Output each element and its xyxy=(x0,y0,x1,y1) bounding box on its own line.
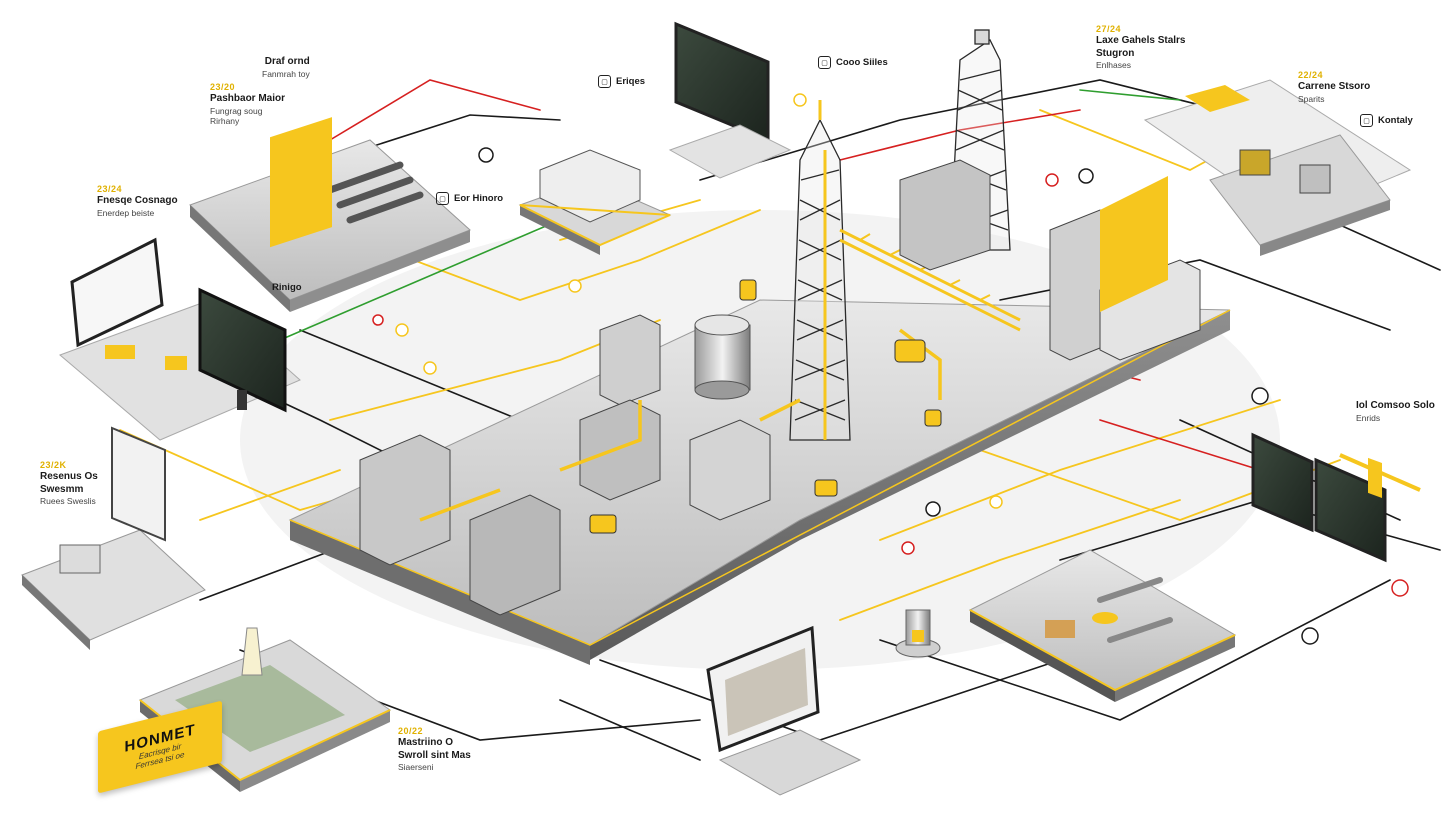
label-pipeline: 23/20 Pashbaor Maior Fungrag soug Rirhan… xyxy=(210,82,285,127)
top-monitor xyxy=(668,21,792,179)
pill-kontaly-text: Kontaly xyxy=(1378,115,1413,126)
label-left-top: 23/24 Fnesqe Cosnago Enerdep beiste xyxy=(97,184,178,218)
label-top-right-a-line2: Stugron xyxy=(1096,47,1135,59)
label-top-right-a-line3: Enlhases xyxy=(1096,60,1131,71)
square-marker-icon: ▢ xyxy=(818,56,831,69)
label-left-mid-line3: Ruees Sweslis xyxy=(40,496,96,507)
valve-device xyxy=(895,609,941,658)
pill-eriqes: ▢ Eriqes xyxy=(598,75,645,88)
label-left-mid: 23/2K Resenus Os Swesmm Ruees Sweslis xyxy=(40,460,98,507)
label-bottom-center-line3: Siaerseni xyxy=(398,762,434,773)
left-mid-module xyxy=(21,426,206,650)
bottom-tablet xyxy=(706,625,862,796)
yellow-machinery xyxy=(589,279,942,534)
label-bottom-center: 20/22 Mastriino O Swroll sint Mas Siaers… xyxy=(398,726,471,773)
pill-cooo-siiles: ▢ Cooo Siiles xyxy=(818,56,888,69)
pill-cooo-siiles-text: Cooo Siiles xyxy=(836,57,888,68)
label-top-right-a-line1: Laxe Gahels Stalrs xyxy=(1096,35,1186,47)
label-top-right-b-line1: Carrene Stsoro xyxy=(1298,81,1371,93)
label-top-left-line1: Draf ornd xyxy=(264,56,310,67)
label-top-left-line2: Fanmrah toy xyxy=(262,68,310,79)
square-marker-icon: ▢ xyxy=(598,75,611,88)
label-left-top-line1: Fnesqe Cosnago xyxy=(97,195,178,207)
label-right-mid-line1: Iol Comsoo Solo xyxy=(1356,400,1435,411)
label-pipeline-line1: Pashbaor Maior xyxy=(210,93,286,105)
pill-eriqes-text: Eriqes xyxy=(616,76,646,87)
label-left-mid-code: 23/2K xyxy=(40,460,67,470)
control-room-module xyxy=(518,149,672,255)
pill-eor-hinoro: ▢ Eor Hinoro xyxy=(436,192,503,205)
pill-rinigo-text: Rinigo xyxy=(272,282,302,293)
sensor-nodes xyxy=(372,93,1409,645)
label-pipeline-code: 23/20 xyxy=(210,82,236,92)
label-bottom-center-code: 20/22 xyxy=(398,726,424,736)
label-right-mid: Iol Comsoo Solo Enrids xyxy=(1356,400,1435,423)
label-top-left: Draf ornd Fanmrah toy xyxy=(262,56,310,79)
label-left-mid-line1: Resenus Os xyxy=(40,471,98,483)
label-left-top-code: 23/24 xyxy=(97,184,123,194)
left-workstation xyxy=(59,237,301,441)
pipeline-module xyxy=(189,117,471,312)
label-top-right-b: 22/24 Carrene Stsoro Sparits xyxy=(1298,70,1370,104)
label-pipeline-line2: Fungrag soug xyxy=(210,105,263,116)
label-bottom-center-line2: Swroll sint Mas xyxy=(398,749,471,761)
label-top-right-a: 27/24 Laxe Gahels Stalrs Stugron Enlhase… xyxy=(1096,24,1186,71)
label-top-right-a-code: 27/24 xyxy=(1096,24,1122,34)
square-marker-icon: ▢ xyxy=(436,192,449,205)
label-pipeline-line3: Rirhany xyxy=(210,116,240,127)
pill-kontaly: ▢ Kontaly xyxy=(1360,114,1413,127)
label-right-mid-line2: Enrids xyxy=(1356,412,1381,423)
label-top-right-b-line2: Sparits xyxy=(1298,93,1325,104)
square-marker-icon: ▢ xyxy=(1360,114,1373,127)
label-bottom-center-line1: Mastriino O xyxy=(398,737,454,749)
label-left-mid-line2: Swesmm xyxy=(40,483,84,495)
drilling-derrick xyxy=(789,100,851,441)
process-units xyxy=(359,159,1201,616)
label-top-right-b-code: 22/24 xyxy=(1298,70,1324,80)
pill-rinigo: Rinigo xyxy=(272,282,302,293)
right-monitors xyxy=(1251,432,1421,563)
storage-tank xyxy=(694,314,751,400)
bottom-right-module xyxy=(968,549,1237,702)
top-right-module xyxy=(1143,79,1412,256)
pill-eor-hinoro-text: Eor Hinoro xyxy=(454,193,504,204)
info-panel-right xyxy=(1100,176,1168,312)
label-left-top-line2: Enerdep beiste xyxy=(97,207,155,218)
